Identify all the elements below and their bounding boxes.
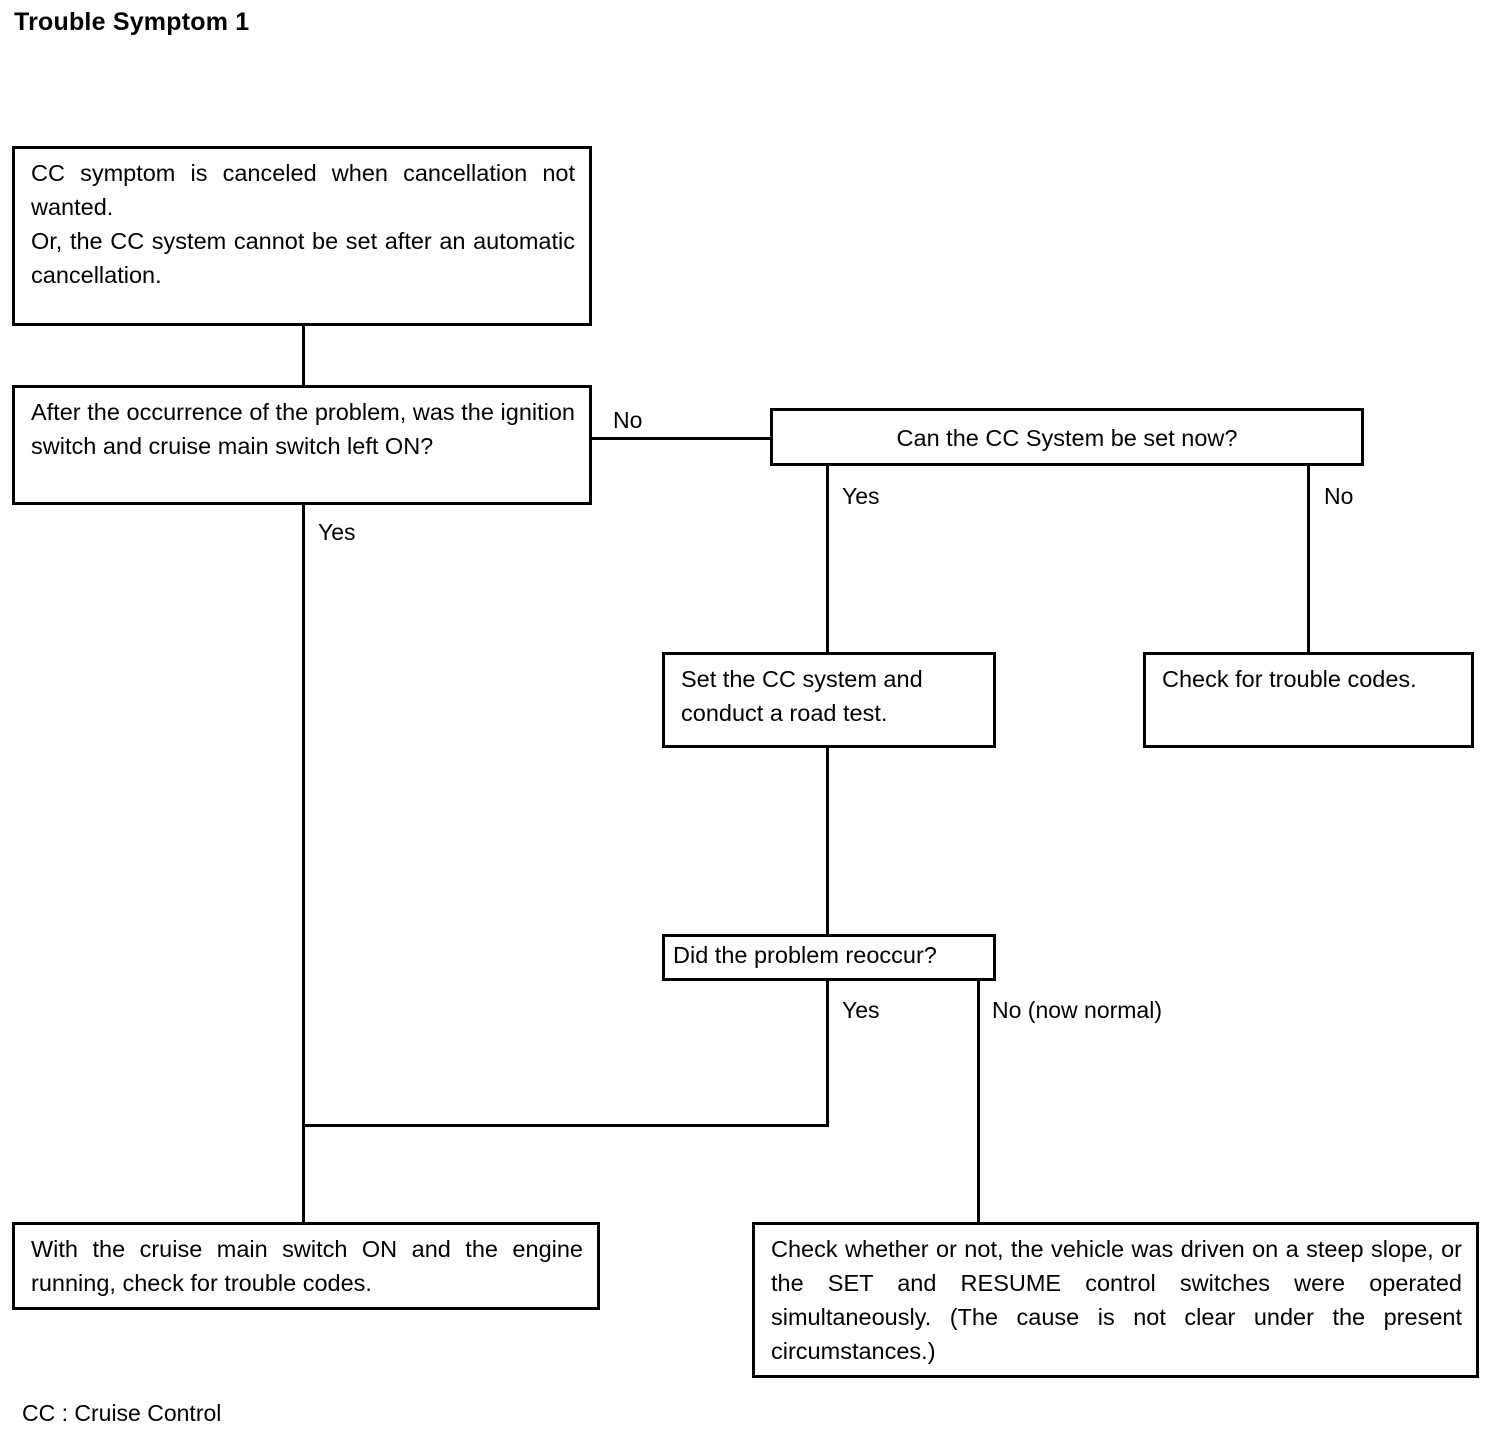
- edge-label-can-set-no: No: [1324, 483, 1354, 509]
- node-check-steep-slope-text: Check whether or not, the vehicle was dr…: [771, 1236, 1462, 1364]
- node-ignition-question: After the occurrence of the problem, was…: [12, 385, 592, 505]
- connector-can-set-no: [1307, 466, 1310, 655]
- node-check-steep-slope: Check whether or not, the vehicle was dr…: [752, 1222, 1479, 1378]
- node-set-road-test: Set the CC system and conduct a road tes…: [662, 652, 996, 748]
- node-reoccur-question-text: Did the problem reoccur?: [673, 942, 937, 968]
- connector-reoccur-no: [977, 981, 980, 1223]
- node-symptom-text: CC symptom is canceled when cancellation…: [31, 160, 575, 288]
- edge-label-reoccur-yes: Yes: [842, 997, 880, 1023]
- node-can-set-question-text: Can the CC System be set now?: [896, 424, 1238, 451]
- legend-note: CC : Cruise Control: [22, 1400, 222, 1426]
- page-title: Trouble Symptom 1: [14, 8, 250, 36]
- node-cruise-on-check-codes: With the cruise main switch ON and the e…: [12, 1222, 600, 1310]
- node-check-trouble-codes: Check for trouble codes.: [1143, 652, 1474, 748]
- connector-roadtest-to-reoccur: [826, 748, 829, 935]
- node-can-set-question: Can the CC System be set now?: [770, 408, 1364, 466]
- edge-label-ignition-no: No: [613, 407, 643, 433]
- node-set-road-test-text: Set the CC system and conduct a road tes…: [681, 666, 923, 726]
- node-cruise-on-check-codes-text: With the cruise main switch ON and the e…: [31, 1236, 583, 1296]
- node-reoccur-question: Did the problem reoccur?: [662, 934, 996, 981]
- connector-reoccur-yes-vertical: [826, 981, 829, 1126]
- node-symptom: CC symptom is canceled when cancellation…: [12, 146, 592, 326]
- edge-label-ignition-yes: Yes: [318, 519, 356, 545]
- connector-ignition-yes: [302, 505, 305, 1224]
- connector-can-set-yes: [826, 466, 829, 655]
- connector-ignition-no: [592, 437, 772, 440]
- edge-label-can-set-yes: Yes: [842, 483, 880, 509]
- connector-reoccur-yes-horizontal: [302, 1124, 829, 1127]
- connector-symptom-to-ignition: [302, 325, 305, 387]
- edge-label-reoccur-no: No (now normal): [992, 997, 1162, 1023]
- node-check-trouble-codes-text: Check for trouble codes.: [1162, 666, 1417, 692]
- node-ignition-question-text: After the occurrence of the problem, was…: [31, 399, 575, 459]
